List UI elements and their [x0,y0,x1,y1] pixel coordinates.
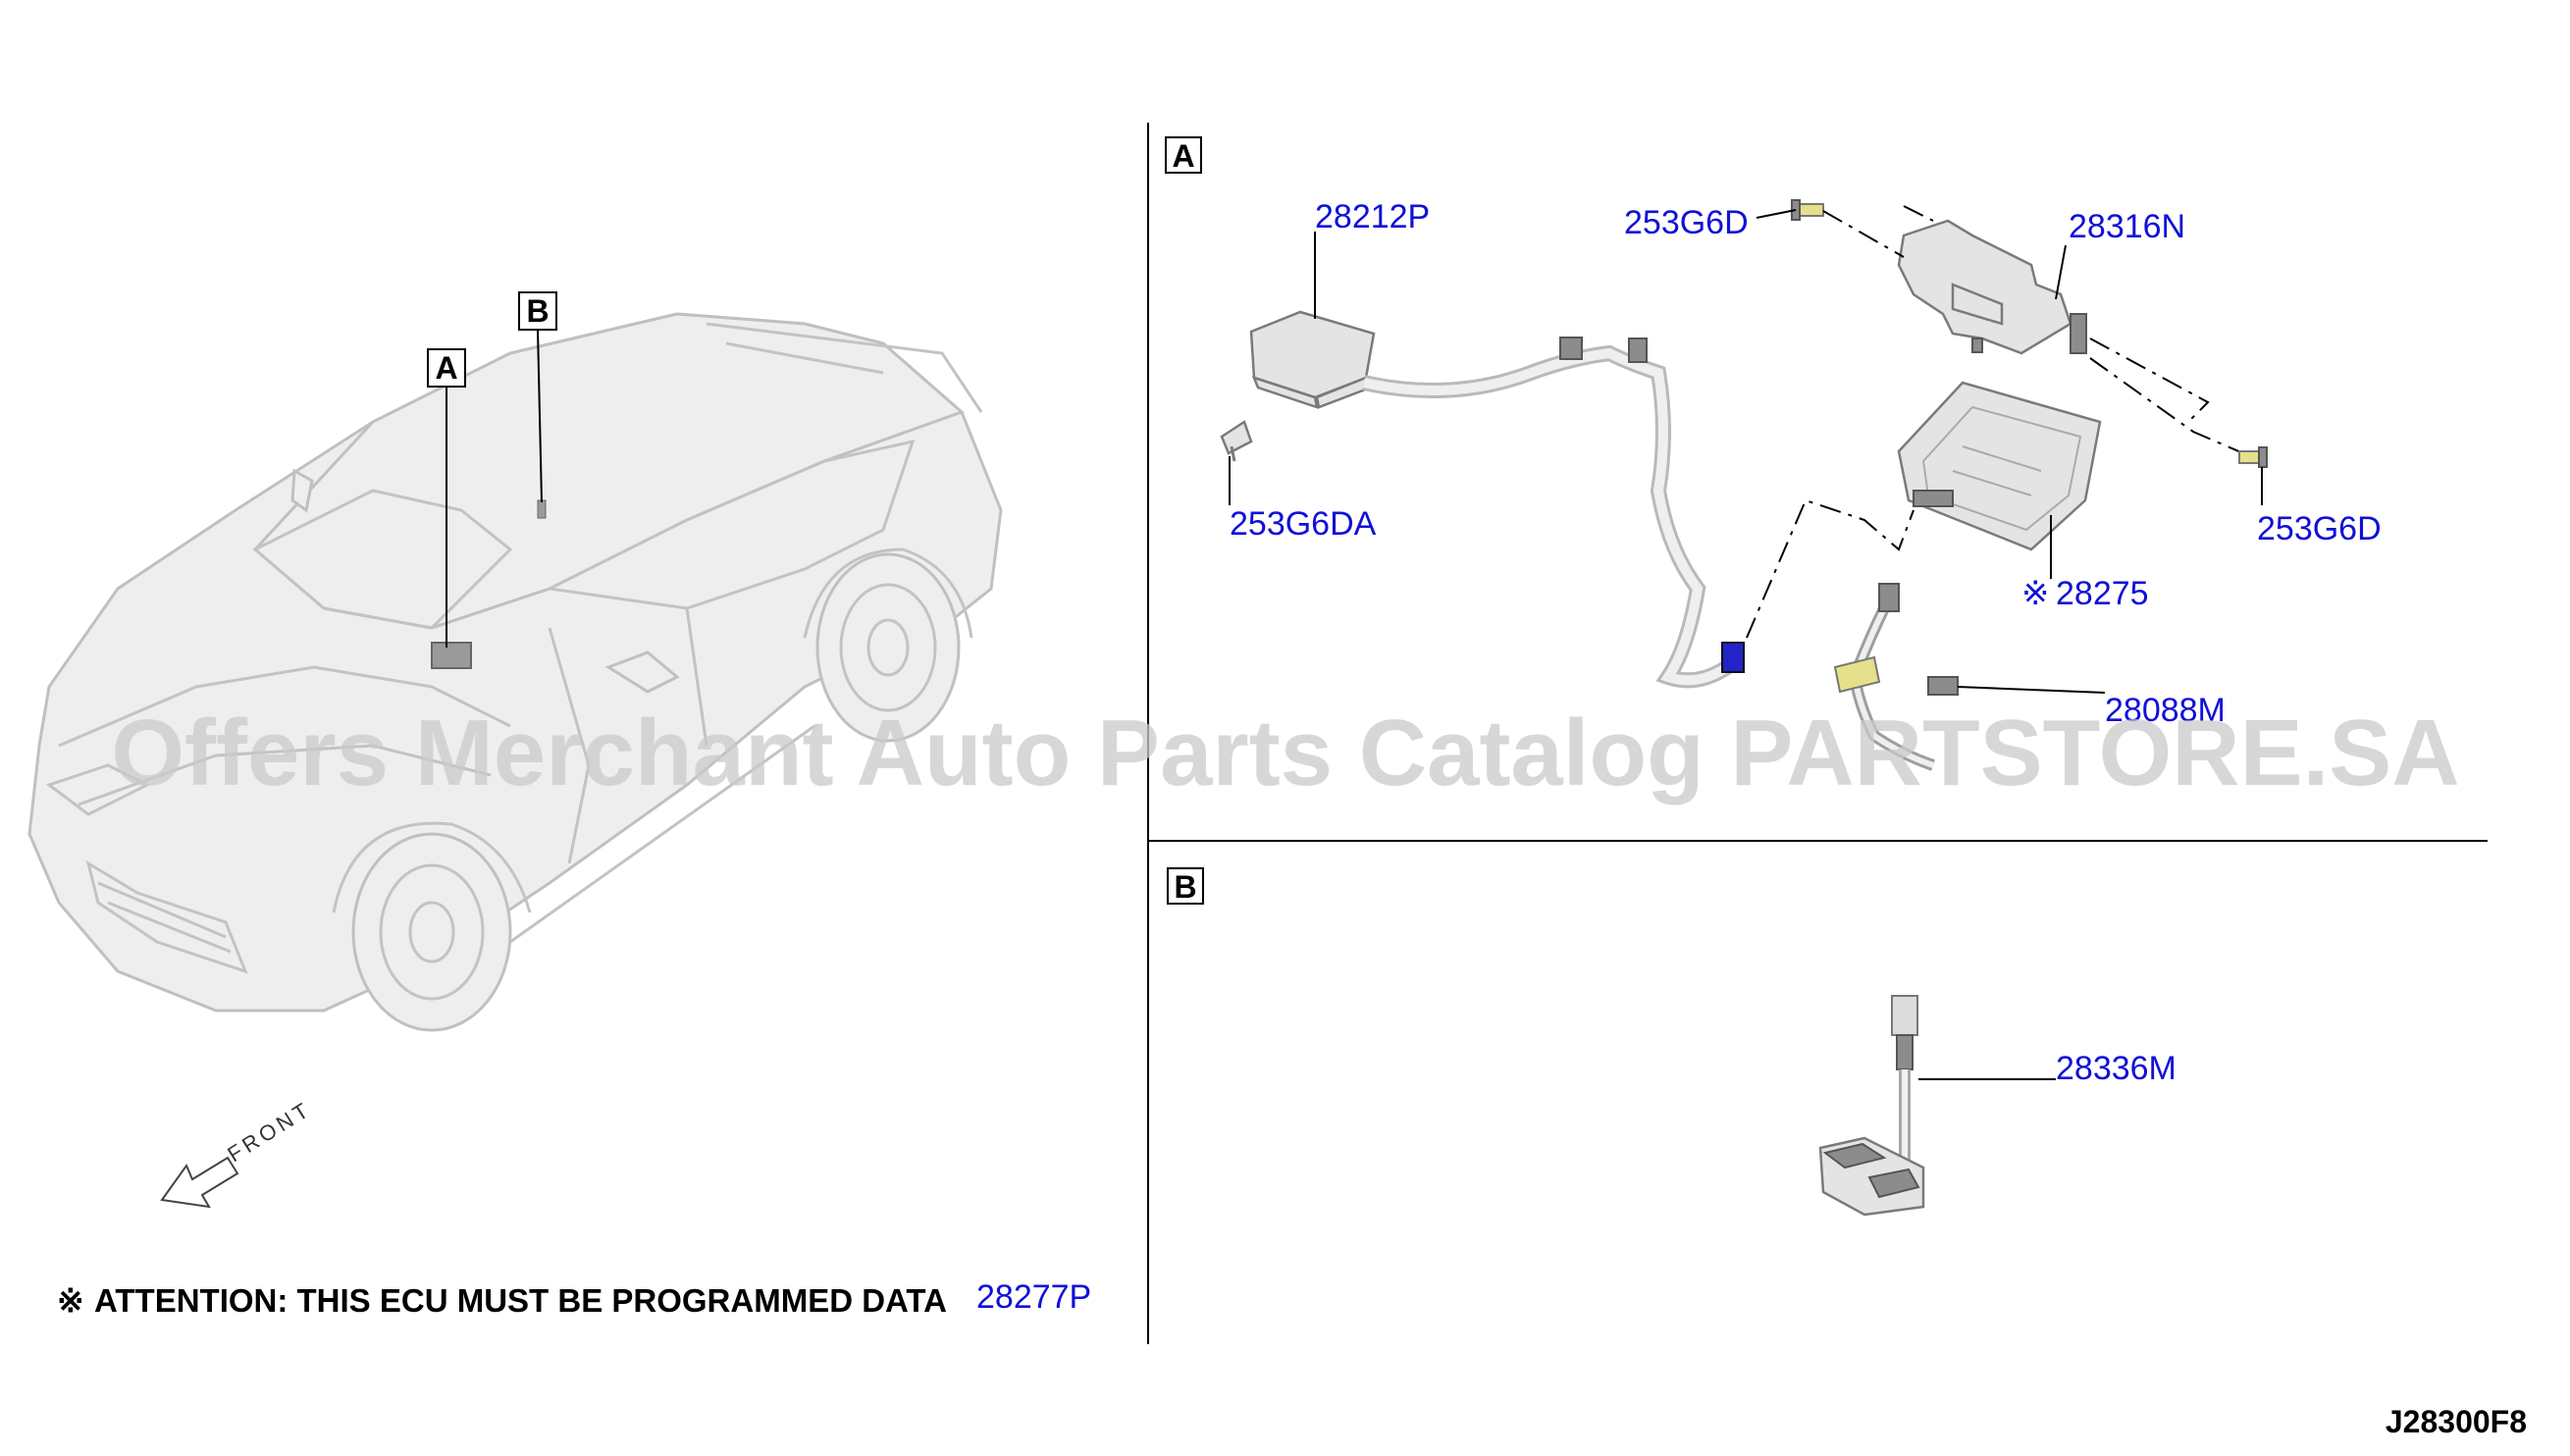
section-b-box [1167,867,1204,905]
part-28212P-drawing [1249,310,1745,689]
part-253G6DA-drawing [1220,420,1253,462]
part-label-253G6D-upper[interactable]: 253G6D [1624,204,1749,241]
front-arrow-icon [160,1156,239,1209]
part-253G6D-upper-drawing [1791,199,1824,221]
assembly-line [1746,498,1914,639]
front-direction-indicator: FRONT [160,1096,316,1209]
section-a-label: A [1172,138,1194,174]
assembly-line [1903,205,1934,222]
part-label-28277P[interactable]: 28277P [976,1278,1091,1316]
overview-callout-a-label: A [435,350,457,386]
diagram-code: J28300F8 [2386,1404,2527,1439]
section-a-box [1165,136,1202,174]
part-label-28316N[interactable]: 28316N [2069,208,2185,245]
assembly-line [2089,338,2210,423]
section-b: B 28336M [1167,867,2177,1217]
part-28336M-drawing [1818,995,1925,1217]
part-label-28275[interactable]: 28275 [2056,575,2149,612]
part-28275-drawing [1897,381,2102,551]
part-label-253G6D-lower[interactable]: 253G6D [2257,510,2382,547]
overview-callout-b-label: B [526,293,549,329]
overview-callout-a[interactable]: A [427,348,466,648]
assembly-line [1822,210,1905,258]
part-28316N-drawing [1897,219,2087,355]
assembly-line [2089,357,2258,460]
section-b-label: B [1174,869,1196,905]
part-28088M-drawing [1833,583,1959,771]
attention-text: ATTENTION: THIS ECU MUST BE PROGRAMMED D… [94,1282,947,1319]
overview-callout-b[interactable]: B [518,291,557,503]
section-a: A 28212P 253G6DA 253G6D [1165,136,2382,771]
part-label-28336M[interactable]: 28336M [2056,1050,2177,1087]
part-label-253G6DA[interactable]: 253G6DA [1230,505,1377,543]
ecu-location-marker [431,642,472,669]
attention-note: ※ ATTENTION: THIS ECU MUST BE PROGRAMMED… [57,1278,1091,1319]
part-253G6D-lower-drawing [2238,446,2268,468]
part-label-28088M[interactable]: 28088M [2105,692,2226,729]
part-label-28212P[interactable]: 28212P [1315,198,1430,235]
watermark-text: Offers Merchant Auto Parts Catalog PARTS… [111,701,2459,806]
front-label: FRONT [223,1096,315,1167]
part-28275-marker: ※ [2021,575,2050,612]
attention-marker: ※ [57,1282,84,1319]
car-overview-illustration [27,312,1003,1032]
